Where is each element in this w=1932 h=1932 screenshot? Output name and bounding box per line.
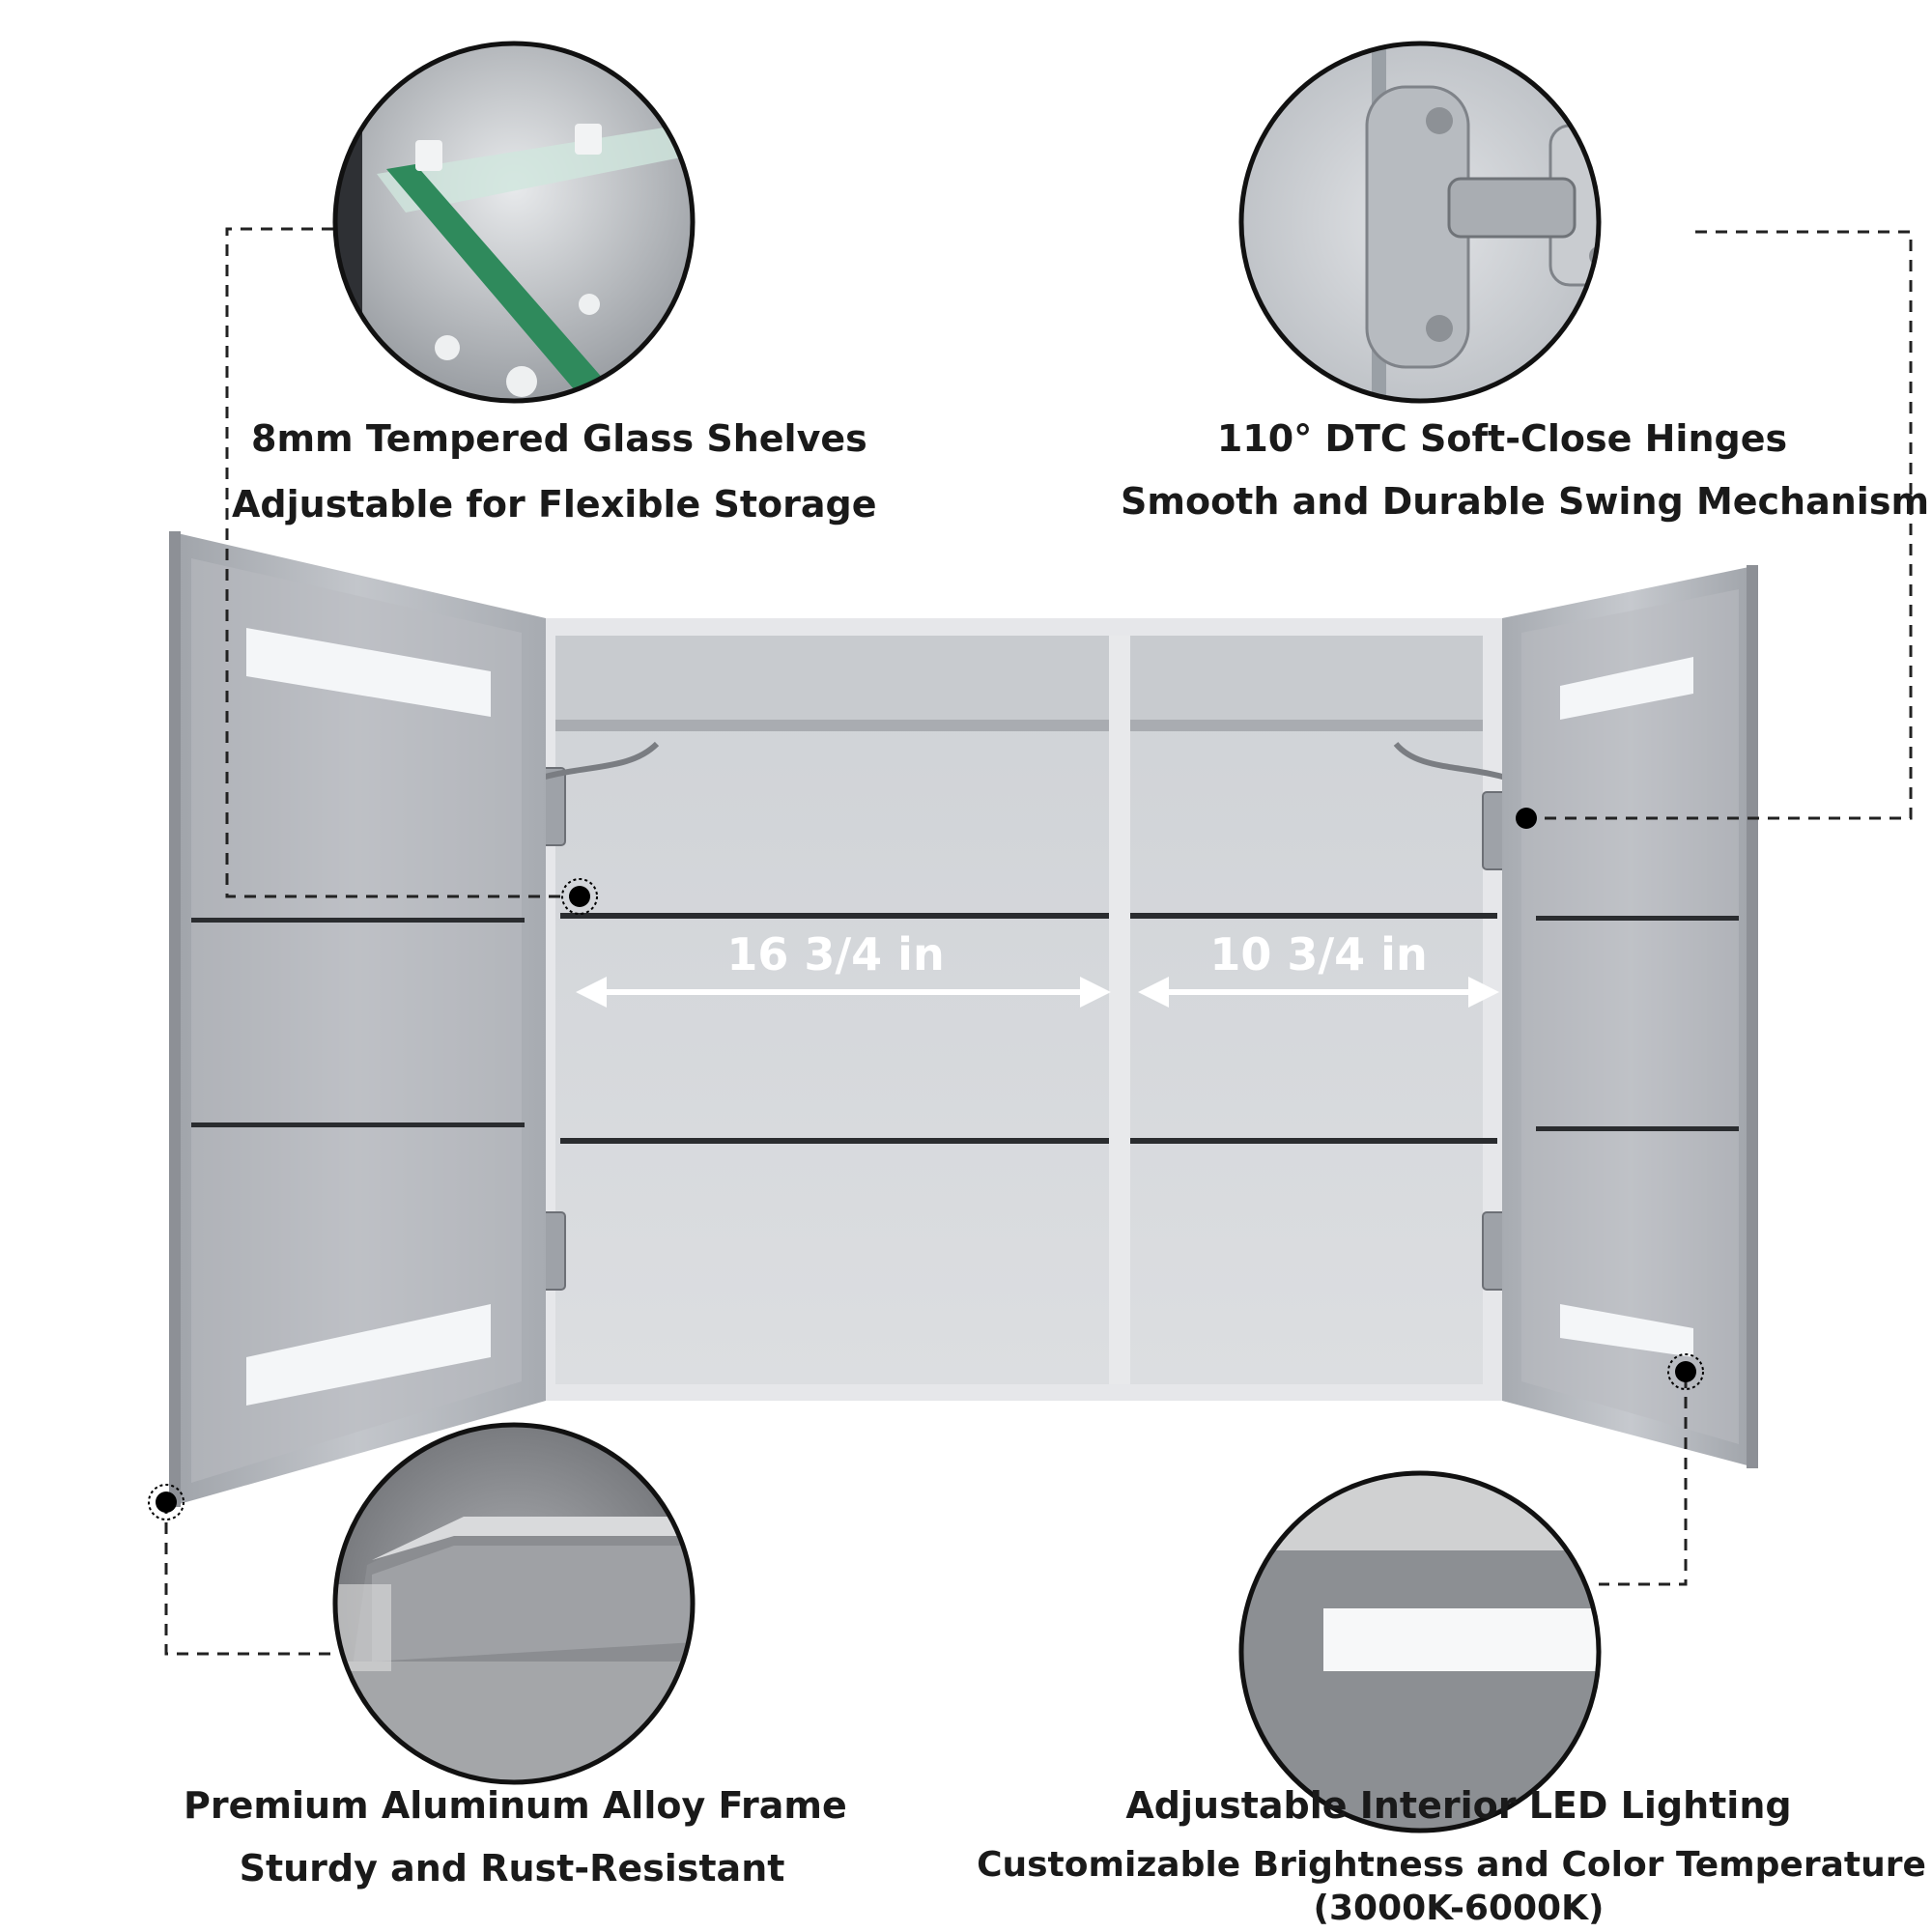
glass-shelf-closeup-icon	[332, 41, 696, 404]
feature-title-hinges: 110° DTC Soft-Close Hinges	[1216, 417, 1788, 460]
right-door	[1502, 565, 1758, 1468]
cabinet-body	[525, 618, 1523, 1401]
feature-subtitle-led: Customizable Brightness and Color Temper…	[977, 1845, 1926, 1885]
feature-subtitle-glass-shelves: Adjustable for Flexible Storage	[232, 483, 877, 526]
dimension-label-right: 10 3/4 in	[1209, 928, 1428, 980]
feature-title-frame: Premium Aluminum Alloy Frame	[184, 1784, 847, 1827]
feature-title-glass-shelves: 8mm Tempered Glass Shelves	[251, 417, 867, 460]
aluminum-frame-closeup-icon	[332, 1422, 696, 1785]
leader-dots	[148, 808, 1704, 1520]
hinge-closeup-icon	[1238, 41, 1602, 404]
feature-title-led: Adjustable Interior LED Lighting	[1125, 1784, 1792, 1827]
dimension-arrow-left	[576, 977, 1111, 1008]
led-strip-closeup-icon	[1238, 1470, 1602, 1833]
feature-subtitle-hinges: Smooth and Durable Swing Mechanism	[1121, 480, 1930, 523]
feature-color-temp-range: (3000K-6000K)	[1313, 1889, 1605, 1928]
left-door	[169, 531, 546, 1507]
dimension-label-left: 16 3/4 in	[726, 928, 945, 980]
feature-subtitle-frame: Sturdy and Rust-Resistant	[239, 1847, 785, 1889]
dimension-arrow-right	[1138, 977, 1499, 1008]
leader-lines	[164, 227, 1913, 1656]
